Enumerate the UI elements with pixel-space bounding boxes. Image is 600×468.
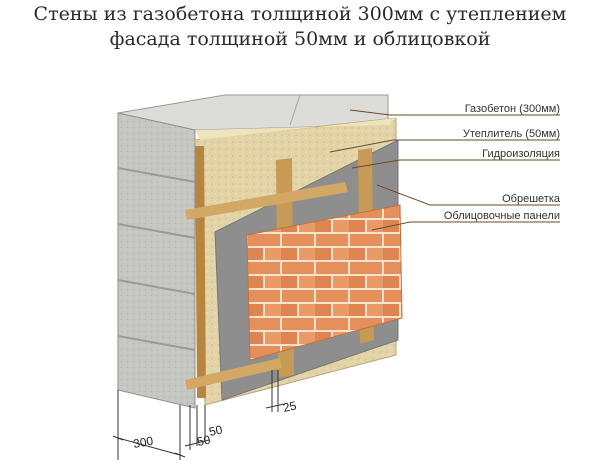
facing-panels [246, 204, 403, 361]
aerated-concrete-wall [117, 94, 389, 409]
dim-insulation-50-a: 50 [196, 432, 212, 449]
leader-lines [329, 109, 560, 231]
title-line-1: Стены из газобетона толщиной 300мм с уте… [33, 3, 567, 25]
title-line-2: фасада толщиной 50мм и облицовкой [109, 28, 491, 50]
label-facing-panels: Облицовочные панели [444, 210, 560, 222]
diagram-title: Стены из газобетона толщиной 300мм с уте… [0, 2, 600, 52]
label-lathing: Обрешетка [502, 193, 561, 205]
dim-wall-300: 300 [132, 434, 154, 451]
dimension-lines [112, 370, 285, 460]
label-waterproofing: Гидроизоляция [482, 148, 560, 160]
dim-insulation-50-b: 50 [208, 422, 224, 439]
label-aerated-concrete: Газобетон (300мм) [465, 103, 560, 115]
label-insulation: Утеплитель (50мм) [463, 128, 560, 140]
dim-lathing-25: 25 [282, 398, 298, 415]
